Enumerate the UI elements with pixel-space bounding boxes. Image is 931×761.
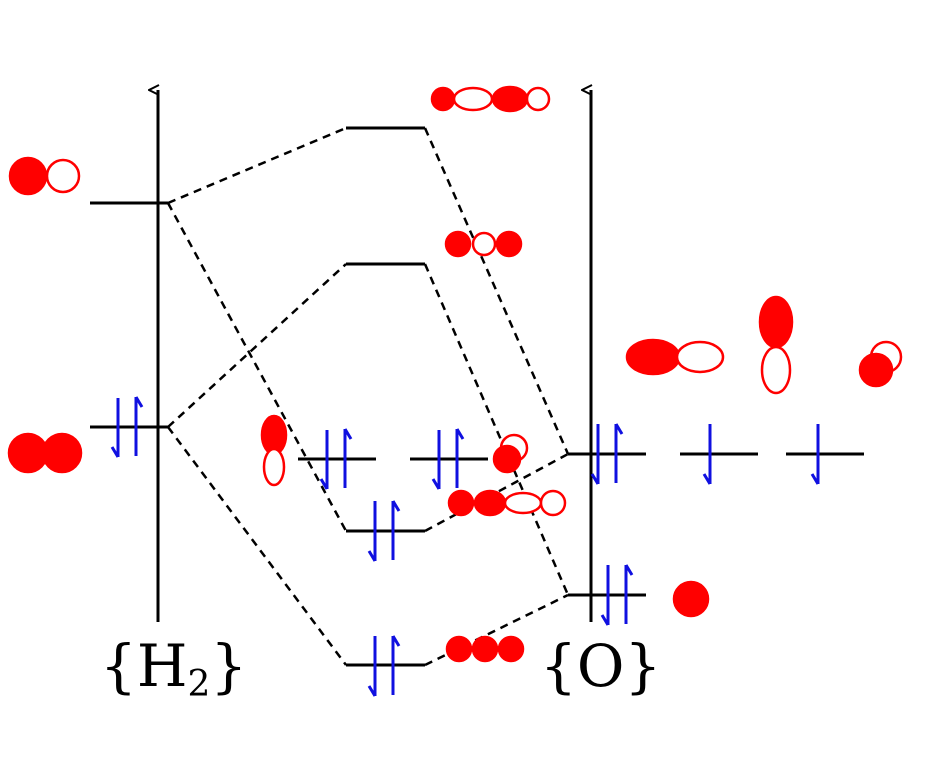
spin-up-electron-icon: [391, 635, 401, 695]
oxygen-2p-orbital-icon: [858, 340, 903, 388]
bonding-2a1-orbital-icon: [445, 635, 525, 663]
correlation-line: [423, 127, 570, 455]
oxygen-fragment-label: {O}: [540, 637, 661, 695]
h2-fragment-label: {H2}: [100, 637, 247, 703]
correlation-line: [423, 263, 570, 596]
oxygen-2p-orbital-icon: [625, 338, 725, 376]
correlation-line: [166, 202, 348, 532]
spin-down-electron-icon: [110, 398, 120, 458]
nonbonding-3a1-orbital-icon: [492, 433, 529, 474]
spin-down-electron-icon: [810, 424, 820, 485]
oxygen-2s-orbital-icon: [672, 580, 710, 618]
spin-down-electron-icon: [600, 565, 610, 626]
correlation-lines: [166, 126, 570, 667]
spin-down-electron-icon: [431, 430, 441, 490]
antibonding-2b2-orbital-icon: [444, 230, 523, 258]
brace-open: {: [100, 632, 137, 700]
correlation-line: [424, 593, 569, 667]
spin-down-electron-icon: [367, 636, 377, 697]
oxygen-2p-orbital-icon: [758, 295, 794, 395]
orbital-shapes: [7, 85, 903, 663]
h2-sigma-orbital-icon: [7, 432, 83, 474]
spin-down-electron-icon: [590, 424, 600, 485]
spin-up-electron-icon: [343, 428, 353, 488]
subscript: 2: [187, 664, 211, 705]
brace-close: }: [210, 632, 248, 700]
electron-arrows: [110, 396, 820, 697]
antibonding-4a1-orbital-icon: [430, 85, 551, 113]
brace-close: }: [624, 632, 662, 700]
spin-down-electron-icon: [319, 430, 329, 490]
h2-sigma-star-orbital-icon: [8, 156, 81, 196]
energy-levels: [90, 126, 864, 667]
nonbonding-1b1-orbital-icon: [260, 414, 288, 487]
bonding-1b2-orbital-icon: [447, 489, 567, 517]
element-symbol: O: [576, 632, 625, 700]
spin-up-electron-icon: [134, 396, 144, 456]
spin-down-electron-icon: [367, 501, 377, 562]
correlation-line: [167, 126, 347, 205]
correlation-line: [166, 426, 348, 666]
brace-open: {: [540, 632, 577, 700]
spin-up-electron-icon: [455, 428, 465, 488]
spin-up-electron-icon: [614, 423, 624, 483]
element-symbol: H: [136, 632, 188, 700]
correlation-line: [167, 263, 347, 428]
spin-down-electron-icon: [702, 424, 712, 485]
spin-up-electron-icon: [391, 500, 401, 560]
spin-up-electron-icon: [624, 564, 634, 624]
